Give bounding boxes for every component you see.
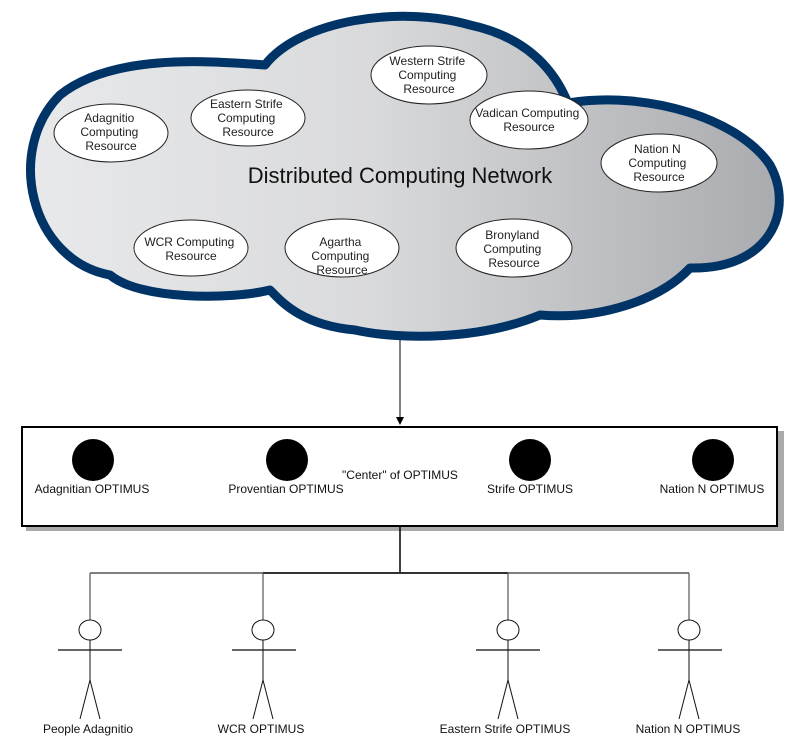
resource-label: Resource bbox=[633, 170, 685, 184]
resource-label: Bronyland bbox=[485, 228, 539, 242]
resource-label: Agartha bbox=[319, 235, 361, 249]
resource-eastern-strife[interactable]: Eastern Strife Computing Resource bbox=[190, 89, 306, 147]
optimus-node-label: Adagnitian OPTIMUS bbox=[35, 482, 150, 496]
resource-label: Computing bbox=[628, 156, 686, 170]
resource-label: Western Strife bbox=[389, 54, 465, 68]
resource-label: Nation N bbox=[634, 142, 681, 156]
resource-label: Adagnitio bbox=[84, 111, 134, 125]
resource-label: Vadican Computing bbox=[475, 106, 579, 120]
resource-label: Computing bbox=[217, 111, 275, 125]
resource-label: Resource bbox=[165, 249, 217, 263]
resource-label: Resource bbox=[222, 125, 274, 139]
connector-tree bbox=[89, 527, 690, 621]
cloud-title: Distributed Computing Network bbox=[248, 163, 553, 188]
node-dot-icon bbox=[509, 439, 551, 481]
person-icon bbox=[232, 619, 296, 720]
resource-label: Resource bbox=[403, 82, 455, 96]
resource-agartha[interactable]: Agartha Computing Resource bbox=[284, 218, 400, 278]
actor-people-adagnitio[interactable]: People Adagnitio bbox=[43, 619, 133, 736]
actor-label: Eastern Strife OPTIMUS bbox=[440, 722, 571, 736]
svg-text:Adagnitio Computing: Adagnitio Computing Resource bbox=[80, 111, 141, 153]
optimus-node-label: Proventian OPTIMUS bbox=[228, 482, 343, 496]
resource-label: Resource bbox=[488, 256, 540, 270]
resource-adagnitio[interactable]: Adagnitio Computing Resource bbox=[53, 103, 169, 163]
svg-text:Vadican Computing Resour: Vadican Computing Resource bbox=[475, 106, 582, 134]
resource-western-strife[interactable]: Western Strife Computing Resource bbox=[370, 45, 488, 105]
resource-wcr[interactable]: WCR Computing Resource bbox=[133, 219, 249, 277]
resource-label: Computing bbox=[311, 249, 369, 263]
actor-eastern-strife-optimus[interactable]: Eastern Strife OPTIMUS bbox=[440, 619, 571, 736]
resource-bronyland[interactable]: Bronyland Computing Resource bbox=[455, 218, 573, 278]
resource-vadican[interactable]: Vadican Computing Resource bbox=[469, 90, 589, 150]
resource-label: Computing bbox=[80, 125, 138, 139]
optimus-node-strife[interactable]: Strife OPTIMUS bbox=[487, 439, 573, 496]
actor-label: Nation N OPTIMUS bbox=[636, 722, 741, 736]
resource-label: Computing bbox=[483, 242, 541, 256]
actor-label: WCR OPTIMUS bbox=[218, 722, 305, 736]
optimus-node-nation-n[interactable]: Nation N OPTIMUS bbox=[660, 439, 765, 496]
svg-text:Bronyland Computing: Bronyland Computing Resource bbox=[483, 228, 544, 270]
resource-label: Resource bbox=[85, 139, 137, 153]
person-icon bbox=[658, 619, 722, 720]
resource-label: Resource bbox=[503, 120, 555, 134]
optimus-node-label: Nation N OPTIMUS bbox=[660, 482, 765, 496]
actor-wcr-optimus[interactable]: WCR OPTIMUS bbox=[218, 619, 305, 736]
resource-label: Computing bbox=[398, 68, 456, 82]
person-icon bbox=[476, 619, 540, 720]
optimus-node-proventian[interactable]: Proventian OPTIMUS bbox=[228, 439, 344, 496]
resource-label: WCR Computing bbox=[144, 235, 234, 249]
resource-label: Eastern Strife bbox=[210, 97, 283, 111]
resource-nation-n[interactable]: Nation N Computing Resource bbox=[600, 133, 718, 193]
actor-nation-n-optimus[interactable]: Nation N OPTIMUS bbox=[636, 619, 741, 736]
person-icon bbox=[58, 619, 122, 720]
svg-text:Agartha Computing: Agartha Computing Resource bbox=[311, 235, 372, 277]
svg-text:WCR Computing Resource: WCR Computing Resource bbox=[144, 235, 237, 263]
optimus-box[interactable] bbox=[21, 426, 778, 527]
optimus-node-label: Strife OPTIMUS bbox=[487, 482, 573, 496]
optimus-center-label: "Center" of OPTIMUS bbox=[342, 468, 458, 482]
node-dot-icon bbox=[72, 439, 114, 481]
optimus-node-adagnitian[interactable]: Adagnitian OPTIMUS bbox=[35, 439, 150, 496]
node-dot-icon bbox=[692, 439, 734, 481]
actor-label: People Adagnitio bbox=[43, 722, 133, 736]
resource-label: Resource bbox=[316, 263, 368, 277]
node-dot-icon bbox=[266, 439, 308, 481]
svg-text:Western Strife Computing: Western Strife Computing Resource bbox=[389, 54, 468, 96]
svg-text:Nation N Computing: Nation N Computing Resource bbox=[628, 142, 689, 184]
svg-text:Eastern Strife Computing: Eastern Strife Computing Resource bbox=[210, 97, 286, 139]
